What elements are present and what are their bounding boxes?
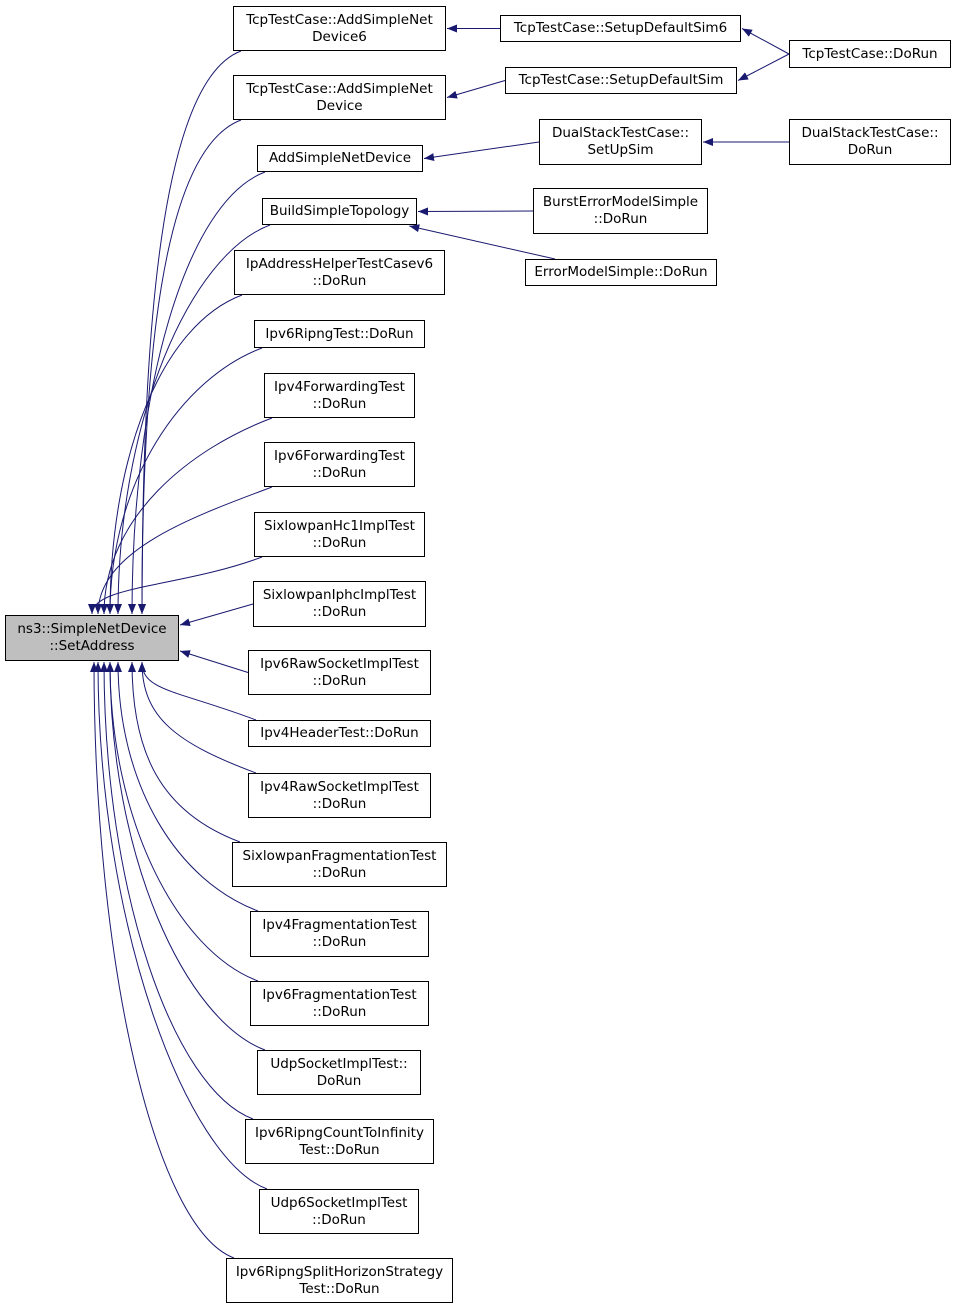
edge-n10-to-root xyxy=(179,603,254,627)
graph-node-n5[interactable]: IpAddressHelperTestCasev6 ::DoRun xyxy=(234,250,445,295)
graph-node-m5[interactable]: ErrorModelSimple::DoRun xyxy=(525,259,717,286)
edge-n4-to-root xyxy=(114,224,271,615)
graph-node-n7[interactable]: Ipv4ForwardingTest ::DoRun xyxy=(264,373,415,418)
graph-node-n16[interactable]: Ipv6FragmentationTest ::DoRun xyxy=(250,981,429,1026)
edge-n16-to-root xyxy=(106,661,259,982)
graph-node-n17[interactable]: UdpSocketImplTest:: DoRun xyxy=(257,1050,421,1095)
edge-m2-to-n2 xyxy=(446,80,506,99)
graph-node-n12[interactable]: Ipv4HeaderTest::DoRun xyxy=(248,720,431,747)
root-node: ns3::SimpleNetDevice ::SetAddress xyxy=(5,615,179,661)
edge-n3-to-root xyxy=(128,171,266,615)
edge-m5-to-n4 xyxy=(409,224,556,260)
graph-node-n8[interactable]: Ipv6ForwardingTest ::DoRun xyxy=(264,442,415,487)
graph-node-n14[interactable]: SixlowpanFragmentationTest ::DoRun xyxy=(232,842,447,887)
graph-node-n15[interactable]: Ipv4FragmentationTest ::DoRun xyxy=(250,911,429,957)
edge-n9-to-root xyxy=(88,556,263,615)
graph-node-n1[interactable]: TcpTestCase::AddSimpleNet Device6 xyxy=(233,6,446,51)
graph-node-r2[interactable]: DualStackTestCase:: DoRun xyxy=(789,119,951,165)
edge-n14-to-root xyxy=(128,661,241,843)
graph-node-r1[interactable]: TcpTestCase::DoRun xyxy=(789,40,951,68)
edge-n11-to-root xyxy=(179,650,249,673)
graph-node-n3[interactable]: AddSimpleNetDevice xyxy=(257,145,423,172)
edge-r1-to-m2 xyxy=(737,53,790,81)
edge-n15-to-root xyxy=(114,661,259,912)
graph-node-n19[interactable]: Udp6SocketImplTest ::DoRun xyxy=(259,1189,419,1234)
graph-node-n20[interactable]: Ipv6RipngSplitHorizonStrategy Test::DoRu… xyxy=(226,1258,453,1303)
edge-m4-to-n4 xyxy=(417,207,534,216)
edge-n7-to-root xyxy=(100,417,273,615)
edge-r1-to-m1 xyxy=(741,28,790,55)
graph-node-m4[interactable]: BurstErrorModelSimple ::DoRun xyxy=(533,188,708,234)
graph-node-n2[interactable]: TcpTestCase::AddSimpleNet Device xyxy=(233,75,446,120)
edge-n5-to-root xyxy=(106,294,243,615)
edge-n1-to-root xyxy=(138,50,242,615)
graph-node-n10[interactable]: SixlowpanIphcImplTest ::DoRun xyxy=(253,581,426,627)
graph-node-n11[interactable]: Ipv6RawSocketImplTest ::DoRun xyxy=(248,650,431,695)
edge-n19-to-root xyxy=(94,661,268,1190)
edge-n17-to-root xyxy=(106,661,266,1051)
edge-n6-to-root xyxy=(106,347,263,615)
graph-node-n4[interactable]: BuildSimpleTopology xyxy=(262,198,417,225)
graph-node-n18[interactable]: Ipv6RipngCountToInfinity Test::DoRun xyxy=(245,1119,434,1164)
edge-n20-to-root xyxy=(90,661,235,1259)
graph-node-m2[interactable]: TcpTestCase::SetupDefaultSim xyxy=(505,67,737,94)
graph-node-n13[interactable]: Ipv4RawSocketImplTest ::DoRun xyxy=(248,773,431,818)
edge-n13-to-root xyxy=(138,661,257,774)
graph-node-n6[interactable]: Ipv6RipngTest::DoRun xyxy=(254,320,425,348)
edge-n8-to-root xyxy=(94,486,273,615)
edge-n2-to-root xyxy=(138,119,242,615)
edge-n18-to-root xyxy=(100,661,254,1120)
graph-node-n9[interactable]: SixlowpanHc1ImplTest ::DoRun xyxy=(254,512,425,557)
edge-m3-to-n3 xyxy=(423,141,540,162)
graph-node-m3[interactable]: DualStackTestCase:: SetUpSim xyxy=(539,119,702,165)
edge-n12-to-root xyxy=(138,661,257,721)
graph-node-m1[interactable]: TcpTestCase::SetupDefaultSim6 xyxy=(500,15,741,42)
